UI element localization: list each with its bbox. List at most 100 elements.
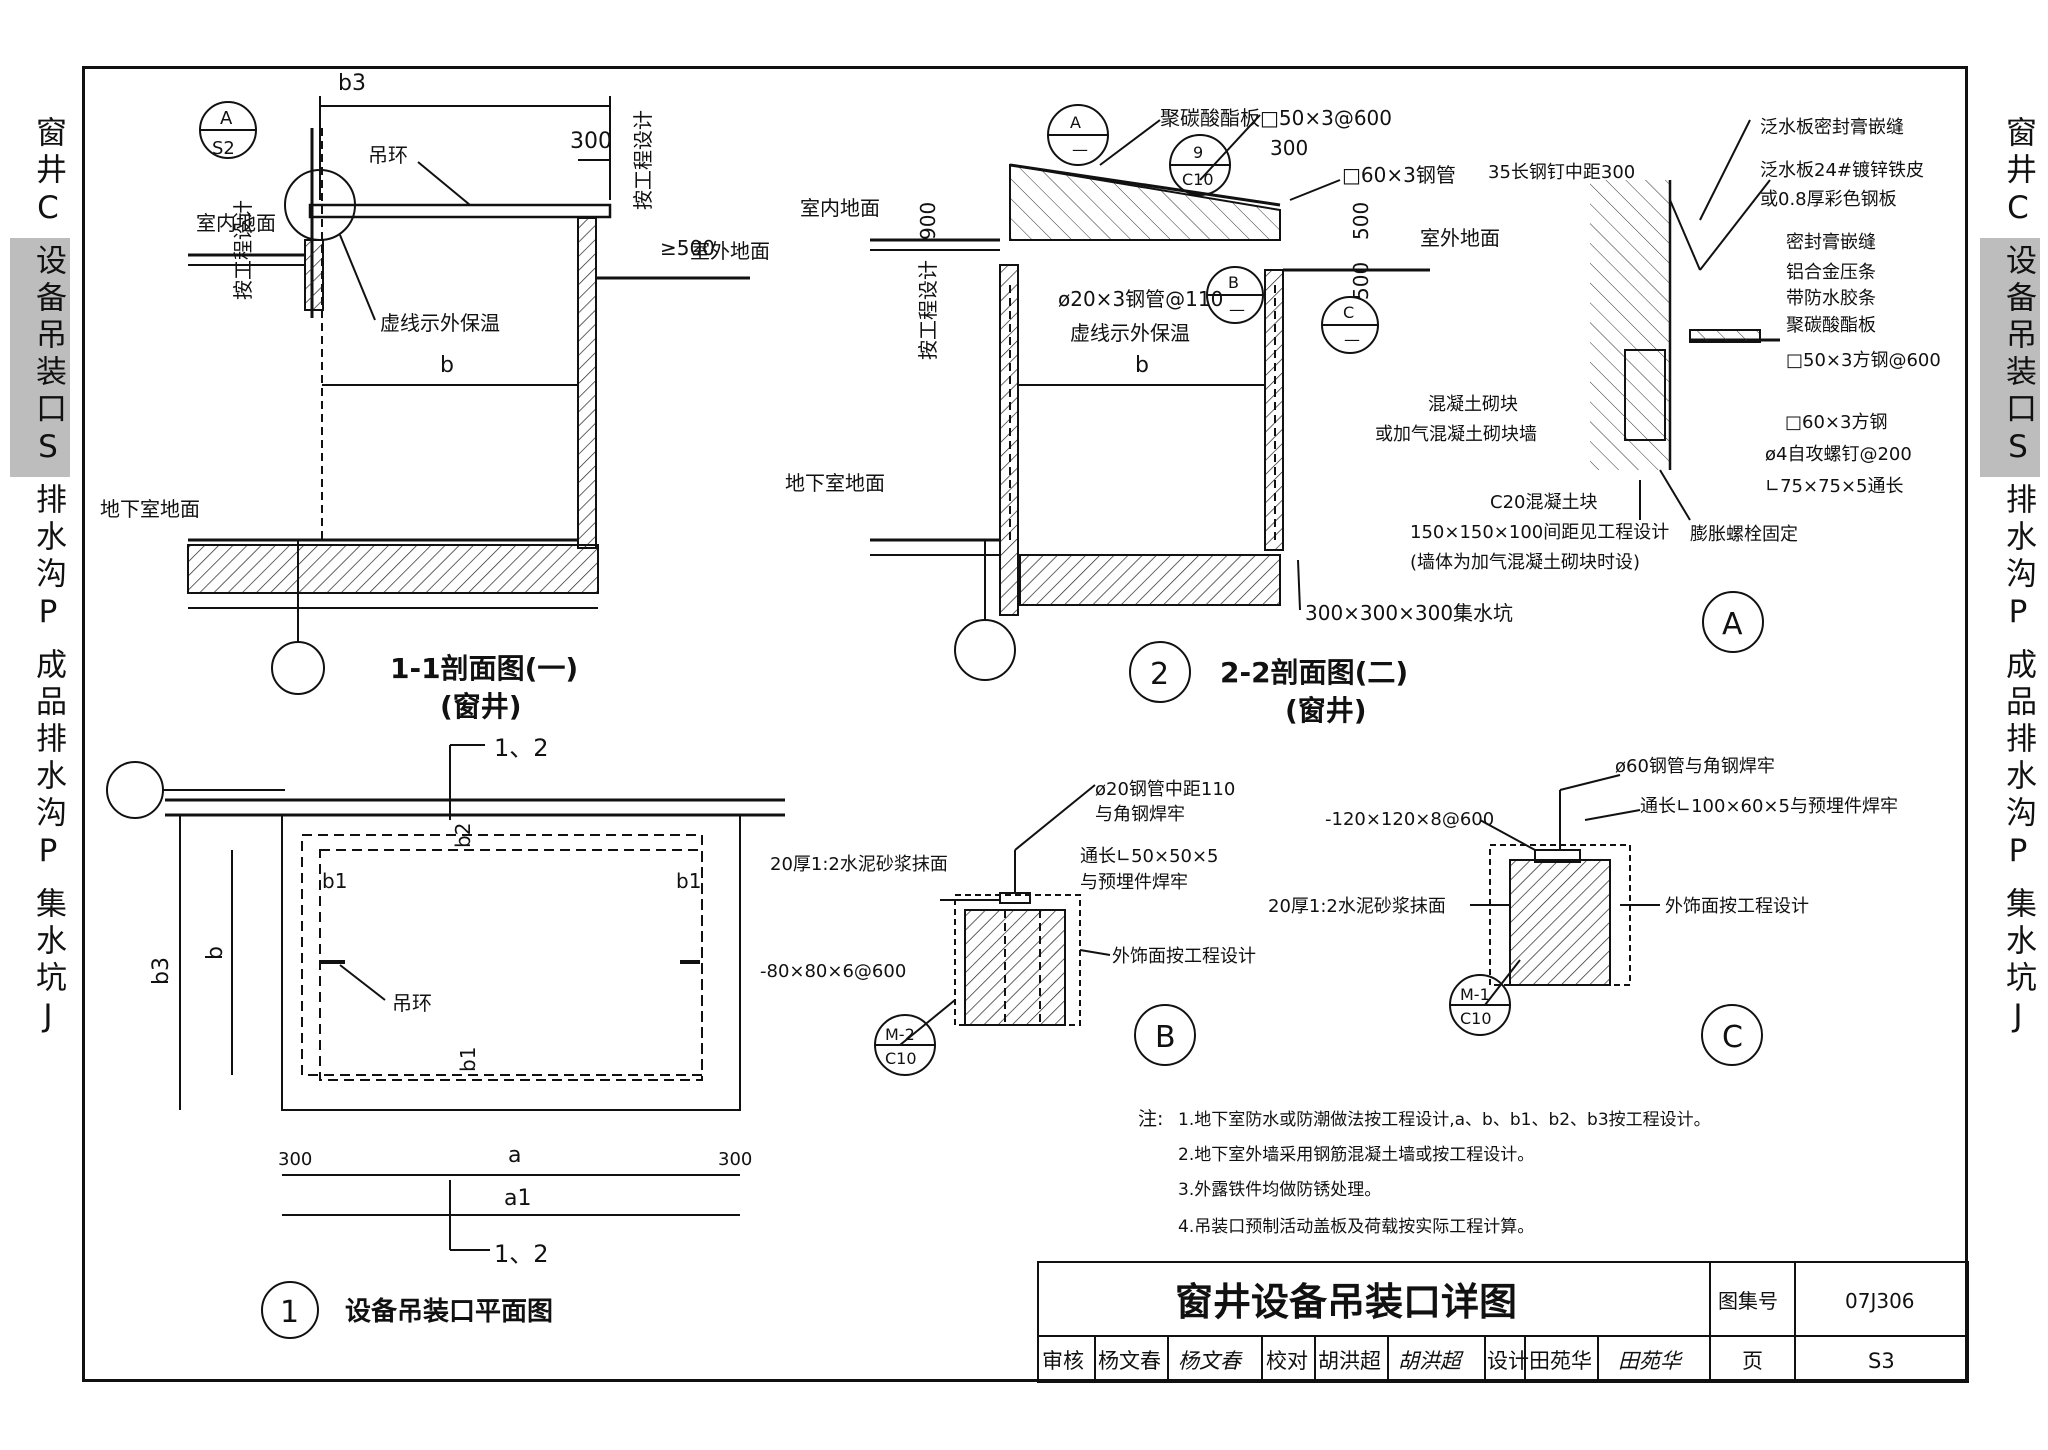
tb-atlas-label: 图集号 [1718, 1289, 1778, 1313]
sec1-title: 1-1剖面图(一) [390, 652, 578, 685]
tb-reviewer-name: 杨文春 [1098, 1349, 1161, 1373]
note-1: 1.地下室防水或防潮做法按工程设计,a、b、b1、b2、b3按工程设计。 [1178, 1110, 1711, 1130]
tb-title: 窗井设备吊装口详图 [1175, 1280, 1517, 1324]
detB-n2: 与角钢焊牢 [1095, 804, 1185, 825]
plan-b: b [203, 946, 228, 960]
sec2-number-circle [1129, 641, 1191, 703]
detC-n3: 通长∟100×60×5与预埋件焊牢 [1640, 796, 1898, 817]
side-tab-window-well[interactable]: 窗井C [30, 116, 66, 232]
plan-a1: a1 [504, 1186, 531, 1211]
side-tab-prefab-drain[interactable]: 成品排水沟P [30, 648, 66, 875]
sec2-design: 按工程设计 [916, 260, 940, 360]
detA-n13: ø4自攻螺钉@200 [1765, 444, 1912, 465]
side-tab-window-well[interactable]: 窗井C [2000, 116, 2036, 232]
detA-n11: 或加气混凝土砌块墙 [1375, 424, 1537, 445]
sec1-design-vertical: 按工程设计 [631, 110, 655, 210]
sec2-b: b [1135, 353, 1149, 378]
detail-c [1449, 774, 1763, 1066]
sec2-callb-top: B [1228, 273, 1239, 292]
sec1-callout-top: A [220, 108, 233, 129]
retaining-wall [577, 217, 597, 549]
masonry-wall [1590, 180, 1670, 470]
detC-n4: 20厚1:2水泥砂浆抹面 [1268, 896, 1446, 917]
detB-label: B [1155, 1020, 1176, 1055]
detA-n16: 150×150×100间距见工程设计 [1410, 522, 1669, 543]
sec2-calla-top: A [1070, 113, 1081, 132]
note-2: 2.地下室外墙采用钢筋混凝土墙或按工程设计。 [1178, 1145, 1534, 1165]
note-3: 3.外露铁件均做防锈处理。 [1178, 1180, 1381, 1200]
plan-b3: b3 [149, 957, 174, 985]
detA-n17: (墙体为加气混凝土砌块时设) [1410, 552, 1640, 573]
title-block [1037, 1261, 1969, 1383]
detail-b [874, 784, 1196, 1076]
sec2-title: 2-2剖面图(二) [1220, 656, 1408, 689]
section-marker [271, 641, 325, 695]
detA-n1: 泛水板密封膏嵌缝 [1760, 116, 1904, 138]
sec2-callb-bot: — [1229, 300, 1245, 319]
tb-designer-signature: 田苑华 [1618, 1349, 1683, 1373]
side-tab-equipment-hoist[interactable]: 设备吊装口S [1980, 238, 2040, 477]
section-1-1 [187, 96, 750, 695]
sec1-b3: b3 [338, 71, 366, 96]
left-index-tabs: 窗井C 设备吊装口S 排水沟P 成品排水沟P 集水坑J [8, 110, 72, 1360]
detA-n12: □60×3方钢 [1785, 412, 1887, 433]
sec1-callout-bot: S2 [212, 138, 235, 159]
sec2-left-wall [999, 264, 1019, 616]
sec1-500: ≥500 [660, 236, 715, 260]
detB-call-top: M-2 [885, 1025, 915, 1044]
plan-cut-top: 1、2 [494, 734, 549, 762]
detC-call-bot: C10 [1460, 1009, 1492, 1028]
detA-n18: 膨胀螺栓固定 [1690, 524, 1798, 545]
sec2-calla-bot: — [1072, 140, 1088, 159]
sec2-tube50: □50×3@600 [1260, 106, 1392, 130]
sec2-basement: 地下室地面 [785, 471, 885, 495]
detC-n2: -120×120×8@600 [1325, 809, 1494, 830]
tb-designer-label: 设计 [1487, 1349, 1529, 1373]
detA-n2: 35长钢钉中距300 [1488, 162, 1635, 183]
sec2-subtitle: (窗井) [1285, 694, 1367, 727]
plan-b1-bottom: b1 [456, 1047, 480, 1072]
section-2-2 [870, 104, 1430, 681]
tb-atlas-value: 07J306 [1845, 1289, 1915, 1313]
sec2-section-marker [954, 619, 1016, 681]
detail-a [1590, 119, 1780, 653]
plan-marker-circle [106, 761, 164, 819]
plan-number: 1 [280, 1295, 299, 1330]
detA-n6: 铝合金压条 [1786, 262, 1876, 283]
sec1-basement: 地下室地面 [100, 497, 200, 521]
side-tab-drain-ditch[interactable]: 排水沟P [30, 483, 66, 636]
tb-reviewer-label: 审核 [1042, 1349, 1084, 1373]
detB-call-bot: C10 [885, 1049, 917, 1068]
detC-label: C [1722, 1020, 1743, 1055]
plan-300-right: 300 [718, 1149, 752, 1170]
detA-n7: 带防水胶条 [1786, 288, 1876, 309]
side-tab-equipment-hoist[interactable]: 设备吊装口S [10, 238, 70, 477]
concrete-block [1624, 349, 1666, 441]
side-tab-drain-ditch[interactable]: 排水沟P [2000, 483, 2036, 636]
sec2-call9-top: 9 [1193, 143, 1203, 162]
side-tab-sump-pit[interactable]: 集水坑J [2000, 887, 2036, 1040]
side-tab-sump-pit[interactable]: 集水坑J [30, 887, 66, 1040]
detA-n14: ∟75×75×5通长 [1765, 476, 1904, 497]
side-tab-prefab-drain[interactable]: 成品排水沟P [2000, 648, 2036, 875]
detA-n10: 混凝土砌块 [1428, 394, 1518, 415]
detail-c-label-circle [1701, 1004, 1763, 1066]
plan-300-left: 300 [278, 1149, 312, 1170]
detA-n9: □50×3方钢@600 [1786, 350, 1941, 371]
wall-footing [304, 239, 324, 311]
right-index-tabs: 窗井C 设备吊装口S 排水沟P 成品排水沟P 集水坑J [1978, 110, 2042, 1360]
detA-n15: C20混凝土块 [1490, 492, 1597, 513]
notes-label: 注: [1138, 1108, 1163, 1130]
detA-n4: 或0.8厚彩色钢板 [1760, 189, 1897, 210]
sec2-callc-top: C [1343, 303, 1354, 322]
tb-checker-name: 胡洪超 [1318, 1349, 1381, 1373]
sec2-call9-bot: C10 [1182, 170, 1214, 189]
detC-call-top: M-1 [1460, 985, 1490, 1004]
tb-checker-label: 校对 [1266, 1349, 1308, 1373]
detail-a-label-circle [1702, 591, 1764, 653]
sec1-indoor-floor: 室内地面 [196, 211, 276, 235]
detC-n1: ø60钢管与角钢焊牢 [1615, 756, 1775, 777]
detB-n3: 20厚1:2水泥砂浆抹面 [770, 854, 948, 875]
sec2-number: 2 [1150, 657, 1169, 692]
sec1-outdoor: 室外地面 [690, 239, 770, 263]
